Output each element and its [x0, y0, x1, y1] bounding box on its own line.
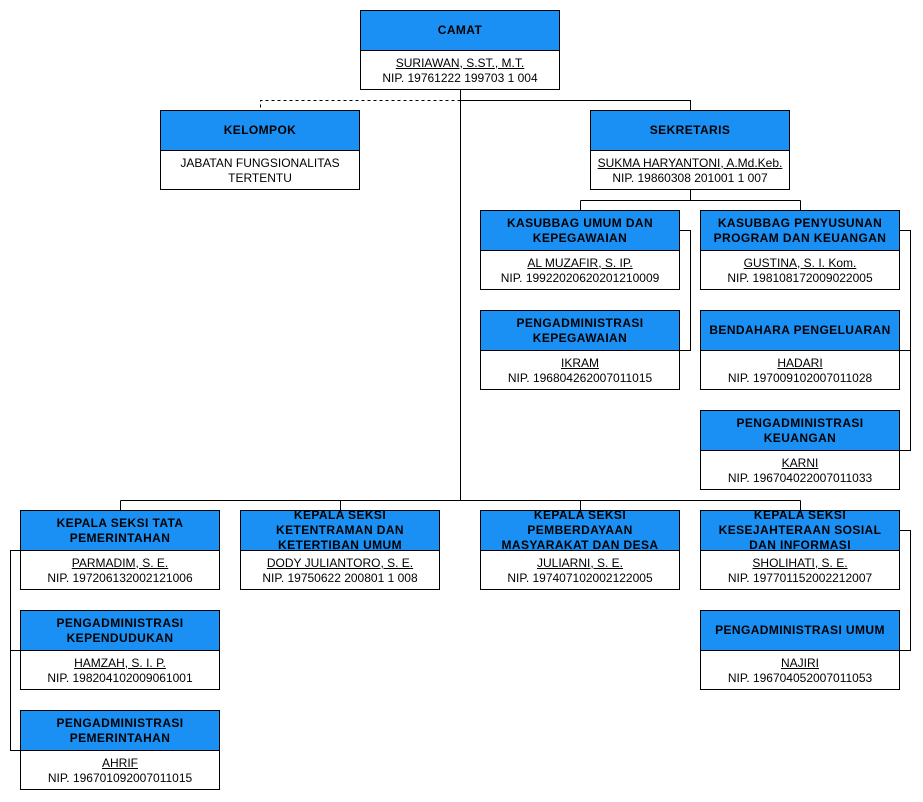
node-nip: NIP. 197009102007011028 — [727, 370, 873, 385]
node-kasi-trantib: KEPALA SEKSI KETENTRAMAN DAN KETERTIBAN … — [240, 508, 440, 590]
node-title: SEKRETARIS — [591, 111, 789, 151]
node-person-name: AHRIF — [102, 755, 138, 770]
node-pengadm-pemerintahan: PENGADMINISTRASI PEMERINTAHAN AHRIF NIP.… — [20, 710, 220, 790]
node-title: KEPALA SEKSI KESEJAHTERAAN SOSIAL DAN IN… — [701, 508, 899, 552]
node-pengadm-umum: PENGADMINISTRASI UMUM NAJIRI NIP. 196704… — [700, 610, 900, 690]
node-kelompok: KELOMPOK JABATAN FUNGSIONALITAS TERTENTU — [160, 110, 360, 190]
node-nip: NIP. 196704052007011053 — [727, 670, 873, 685]
line-pemerintahan-chain — [10, 550, 20, 751]
node-title: PENGADMINISTRASI KEUANGAN — [701, 411, 899, 451]
node-kasi-pmd: KEPALA SEKSI PEMBERDAYAAN MASYARAKAT DAN… — [480, 508, 680, 590]
node-person-name: HAMZAH, S. I. P. — [74, 655, 166, 670]
node-nip: NIP. 19860308 201001 1 007 — [612, 170, 768, 185]
node-title: KELOMPOK — [161, 111, 359, 151]
node-nip: NIP. 19750622 200801 1 008 — [262, 570, 418, 585]
node-title: KEPALA SEKSI KETENTRAMAN DAN KETERTIBAN … — [241, 508, 439, 552]
node-kasubbag-umum: KASUBBAG UMUM DAN KEPEGAWAIAN AL MUZAFIR… — [480, 210, 680, 290]
node-person-name: IKRAM — [560, 355, 599, 370]
node-nip: NIP. 198108172009022005 — [727, 270, 873, 285]
node-nip: NIP. 196701092007011015 — [47, 770, 193, 785]
node-title: KEPALA SEKSI PEMBERDAYAAN MASYARAKAT DAN… — [481, 508, 679, 552]
node-title: PENGADMINISTRASI KEPENDUDUKAN — [21, 611, 219, 651]
node-kasi-pemerintahan: KEPALA SEKSI TATA PEMERINTAHAN PARMADIM,… — [20, 510, 220, 590]
node-bendahara: BENDAHARA PENGELUARAN HADARI NIP. 197009… — [700, 310, 900, 390]
node-pengadm-kependudukan: PENGADMINISTRASI KEPENDUDUKAN HAMZAH, S.… — [20, 610, 220, 690]
node-person-name: DODY JULIANTORO, S. E. — [266, 555, 414, 570]
line-camat-kelompok — [260, 100, 461, 110]
node-nip: NIP. 198204102009061001 — [47, 670, 193, 685]
line-camat-sekretaris — [460, 100, 691, 110]
node-nip: NIP. 197701152002212007 — [727, 570, 873, 585]
node-nip: NIP. 197206132002121006 — [47, 570, 193, 585]
node-nip: NIP. 196704022007011033 — [727, 470, 873, 485]
line-kasi-distribution — [120, 500, 801, 510]
node-person-name: AL MUZAFIR, S. IP. — [527, 255, 633, 270]
node-nip: NIP. 196804262007011015 — [507, 370, 653, 385]
node-person-name: KARNI — [781, 455, 819, 470]
node-nip: NIP. 19761222 199703 1 004 — [382, 70, 538, 85]
node-person-name: HADARI — [777, 355, 823, 370]
node-title: KASUBBAG PENYUSUNAN PROGRAM DAN KEUANGAN — [701, 211, 899, 251]
node-title: PENGADMINISTRASI KEPEGAWAIAN — [481, 311, 679, 351]
node-person-name: SUKMA HARYANTONI, A.Md.Keb. — [597, 155, 783, 170]
line-kesos-chain — [900, 530, 911, 651]
node-pengadm-kepegawaian: PENGADMINISTRASI KEPEGAWAIAN IKRAM NIP. … — [480, 310, 680, 390]
node-person-name: JULIARNI, S. E. — [536, 555, 624, 570]
node-title: BENDAHARA PENGELUARAN — [701, 311, 899, 351]
node-person-name: PARMADIM, S. E. — [71, 555, 169, 570]
line-umum-kepegawaian — [680, 230, 691, 351]
node-nip: NIP. 19922020620201210009 — [500, 270, 660, 285]
line-sekretaris-kasubbag — [580, 190, 801, 210]
node-title: CAMAT — [361, 11, 559, 51]
node-person-name: GUSTINA, S. I. Kom. — [743, 255, 857, 270]
node-sekretaris: SEKRETARIS SUKMA HARYANTONI, A.Md.Keb. N… — [590, 110, 790, 190]
node-kasi-kesos: KEPALA SEKSI KESEJAHTERAAN SOSIAL DAN IN… — [700, 508, 900, 590]
node-description: JABATAN FUNGSIONALITAS TERTENTU — [180, 155, 340, 185]
node-title: KEPALA SEKSI TATA PEMERINTAHAN — [21, 511, 219, 551]
node-title: PENGADMINISTRASI PEMERINTAHAN — [21, 711, 219, 751]
node-title: KASUBBAG UMUM DAN KEPEGAWAIAN — [481, 211, 679, 251]
node-nip: NIP. 197407102002122005 — [507, 570, 653, 585]
line-program-chain — [900, 230, 911, 451]
node-kasubbag-program: KASUBBAG PENYUSUNAN PROGRAM DAN KEUANGAN… — [700, 210, 900, 290]
node-person-name: SHOLIHATI, S. E. — [752, 555, 848, 570]
node-pengadm-keuangan: PENGADMINISTRASI KEUANGAN KARNI NIP. 196… — [700, 410, 900, 490]
node-person-name: NAJIRI — [780, 655, 819, 670]
node-camat: CAMAT SURIAWAN, S.ST., M.T. NIP. 1976122… — [360, 10, 560, 90]
node-person-name: SURIAWAN, S.ST., M.T. — [395, 55, 525, 70]
node-title: PENGADMINISTRASI UMUM — [701, 611, 899, 651]
